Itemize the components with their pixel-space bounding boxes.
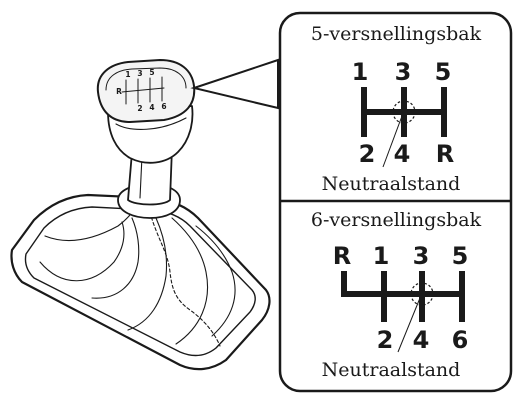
knob-gear-label: 6 <box>161 102 166 111</box>
five-speed-gear-label: 4 <box>394 140 411 168</box>
callout-pointer <box>190 58 283 110</box>
knob-gear-label: 4 <box>149 103 154 112</box>
shift-knob-top-rim <box>105 67 187 91</box>
shift-boot-fold <box>195 225 236 337</box>
shift-boot-fold <box>171 217 209 345</box>
shift-knob-neck-crease <box>115 117 187 130</box>
six-speed-gear-label: R <box>333 242 351 270</box>
five-speed-gear-label: 2 <box>359 140 376 168</box>
six-speed-gear-label: 3 <box>413 242 430 270</box>
shift-boot-fold <box>127 217 168 331</box>
shift-boot-seam <box>149 211 221 347</box>
gear-shift-lever-illustration: R 1 3 5 2 4 6 <box>10 59 271 371</box>
six-speed-gear-label: 1 <box>373 242 390 270</box>
six-speed-gear-label: 6 <box>452 326 469 354</box>
knob-gear-label: R <box>116 87 122 96</box>
knob-gear-label: 5 <box>149 68 154 77</box>
six-speed-neutral-leader <box>397 297 421 353</box>
six-speed-gear-label: 5 <box>452 242 469 270</box>
knob-gear-label: 1 <box>125 70 130 79</box>
six-speed-panel: 6-versnellingsbak R 1 3 5 2 4 6 Neutraal… <box>311 209 482 381</box>
six-speed-gear-label: 4 <box>413 326 430 354</box>
shift-boot-fold <box>91 217 140 299</box>
six-speed-shift-gate <box>341 271 465 322</box>
five-speed-title: 5-versnellingsbak <box>311 23 482 45</box>
six-speed-neutral-marker <box>410 282 434 306</box>
shift-boot-fold <box>39 221 125 282</box>
six-speed-gear-label: 2 <box>377 326 394 354</box>
five-speed-neutral-label: Neutraalstand <box>322 173 461 195</box>
five-speed-gear-label: 5 <box>435 58 452 86</box>
five-speed-neutral-leader <box>382 115 403 168</box>
knob-gear-label: 2 <box>137 104 142 113</box>
five-speed-gear-label: 3 <box>395 58 412 86</box>
knob-gear-label: 3 <box>137 69 142 78</box>
shift-boot-inner-edge <box>24 206 256 357</box>
five-speed-panel: 5-versnellingsbak 1 3 5 2 4 R Neutraalst… <box>311 23 482 195</box>
five-speed-gear-label: 1 <box>352 58 369 86</box>
five-speed-gear-label: R <box>436 140 454 168</box>
shift-boot-base <box>10 193 271 371</box>
five-speed-shift-gate <box>361 87 447 137</box>
shift-lever-shaft-highlight <box>139 155 143 199</box>
knob-gear-pattern <box>121 76 165 105</box>
five-speed-neutral-marker <box>392 100 416 124</box>
shift-knob <box>96 59 196 123</box>
six-speed-title: 6-versnellingsbak <box>311 209 482 231</box>
six-speed-neutral-label: Neutraalstand <box>322 359 461 381</box>
